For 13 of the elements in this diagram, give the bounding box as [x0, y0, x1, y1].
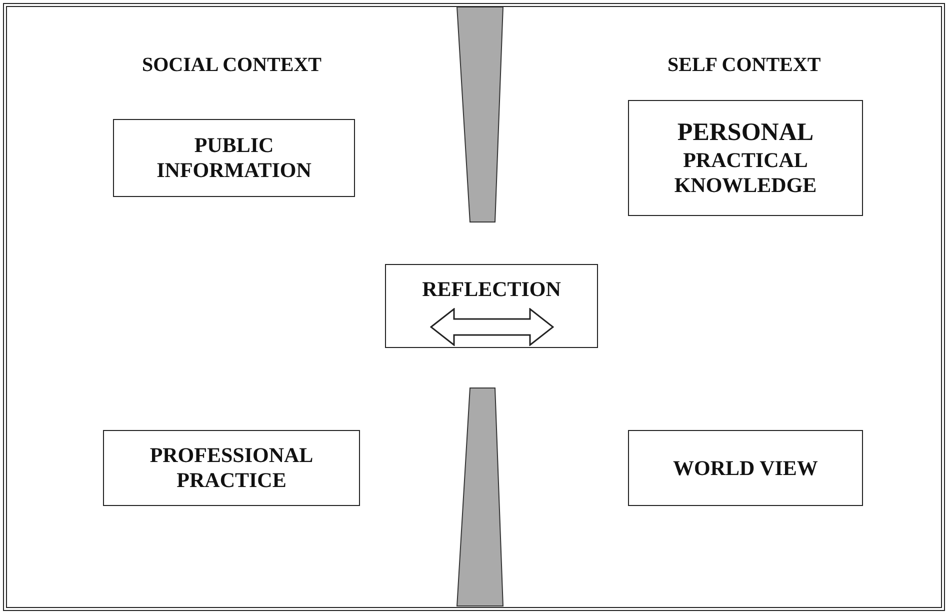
box-label: PRACTICAL KNOWLEDGE [673, 148, 818, 198]
text-box [113, 119, 355, 197]
text-box [628, 430, 863, 506]
box-label: REFLECTION [422, 277, 561, 302]
text-box [385, 264, 598, 348]
box-label: WORLD VIEW [673, 456, 818, 480]
box-label: PROFESSIONAL PRACTICE [148, 443, 314, 493]
section-heading: SELF CONTEXT [668, 54, 821, 76]
box-label: PERSONAL [677, 118, 814, 148]
text-box [628, 100, 863, 216]
section-heading: SOCIAL CONTEXT [142, 54, 322, 76]
box-label: PUBLIC INFORMATION [156, 133, 312, 183]
text-box [103, 430, 360, 506]
